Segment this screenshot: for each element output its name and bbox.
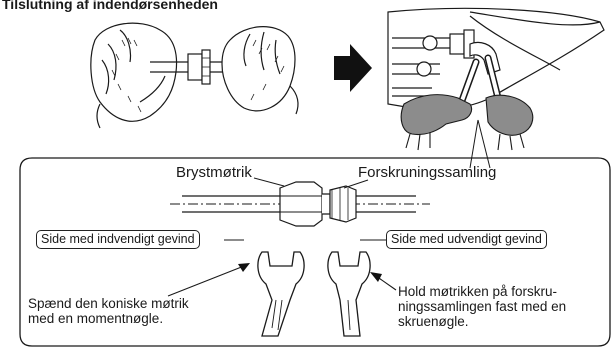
note-line: Hold møtrikken på forskru- bbox=[398, 284, 566, 299]
note-line: Spænd den koniske møtrik bbox=[28, 296, 189, 311]
arrow-right-icon bbox=[334, 44, 372, 92]
arrow-head-icon bbox=[370, 272, 382, 282]
note-line: ningssamlingen fast med en bbox=[398, 299, 566, 314]
note-line: skruenøgle. bbox=[398, 314, 566, 329]
internal-thread-tag: Side med indvendigt gevind bbox=[36, 230, 200, 249]
indoor-unit-wrench-illustration bbox=[388, 8, 604, 109]
note-line: med en momentnøgle. bbox=[28, 311, 189, 326]
gloved-hands bbox=[401, 95, 533, 150]
torque-wrench-illustration bbox=[258, 252, 304, 336]
flare-nut-label: Brystmøtrik bbox=[176, 164, 252, 181]
spanner-note: Hold møtrikken på forskru- ningssamlinge… bbox=[398, 284, 566, 329]
spanner-wrench-illustration bbox=[328, 252, 370, 336]
torque-wrench-note: Spænd den koniske møtrik med en momentnø… bbox=[28, 296, 189, 326]
hands-joining-pipes-illustration bbox=[91, 23, 298, 128]
external-thread-tag: Side med udvendigt gevind bbox=[386, 230, 547, 249]
union-label: Forskruningssamling bbox=[358, 164, 496, 181]
pipe-assembly bbox=[170, 182, 430, 226]
